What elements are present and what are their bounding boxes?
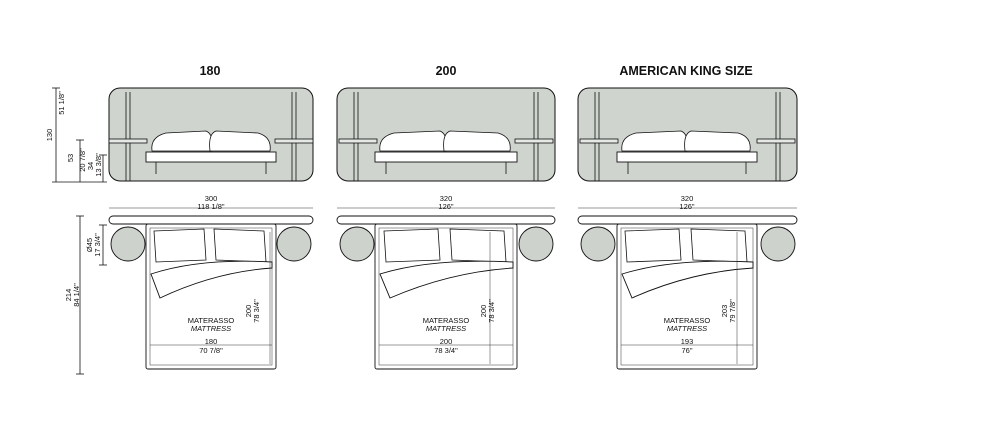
mattress-width-in: 70 7/8" [199, 346, 223, 355]
dim-bed-height: 34 [86, 162, 95, 170]
plan-view: MATERASSO MATTRESS 180 70 7/8" 200 78 3/… [108, 215, 314, 370]
front-width-in: 126" [438, 202, 454, 211]
mattress-length-in: 79 7/8" [728, 299, 737, 323]
dim-height-total: 130 [45, 129, 54, 142]
variant-american-king: AMERICAN KING SIZE 320 126" [577, 64, 798, 370]
front-elevation [108, 87, 314, 182]
dim-depth-total: 214 [64, 289, 73, 302]
mattress-label: MATERASSO [664, 316, 711, 325]
mattress-label: MATERASSO [423, 316, 470, 325]
mattress-label-en: MATTRESS [667, 324, 707, 333]
mattress-width-in: 78 3/4" [434, 346, 458, 355]
mattress-label-en: MATTRESS [191, 324, 231, 333]
mattress-length: 200 [479, 305, 488, 318]
side-table-left [580, 226, 616, 262]
mattress-length: 200 [244, 305, 253, 318]
dim-table-diameter: Ø45 [85, 238, 94, 252]
mattress-width-in: 76" [681, 346, 692, 355]
mattress-width: 180 [205, 337, 218, 346]
side-table-right [760, 226, 796, 262]
front-elevation [577, 87, 798, 182]
variant-title: AMERICAN KING SIZE [619, 64, 752, 78]
mattress-label-en: MATTRESS [426, 324, 466, 333]
dim-shelf-height: 53 [66, 154, 75, 162]
mattress-label: MATERASSO [188, 316, 235, 325]
mattress-width: 193 [681, 337, 694, 346]
side-table-left [110, 226, 146, 262]
side-dimensions: 130 51 1/8" 53 20 7/8" 34 13 3/8" Ø45 17… [45, 87, 107, 375]
plan-view: MATERASSO MATTRESS 200 78 3/4" 200 78 3/… [336, 215, 556, 370]
mattress-length-in: 78 3/4" [252, 299, 261, 323]
front-width: 300 [205, 194, 218, 203]
dim-table-diameter-in: 17 3/4" [93, 233, 102, 257]
dim-height-total-in: 51 1/8" [57, 91, 66, 115]
side-table-right [276, 226, 312, 262]
variant-180: 180 300 118 1/8" [108, 64, 314, 370]
front-elevation [336, 87, 556, 182]
front-width-in: 126" [679, 202, 695, 211]
variant-200: 200 320 126" [336, 64, 556, 370]
mattress-length-in: 78 3/4" [487, 299, 496, 323]
mattress-width: 200 [440, 337, 453, 346]
variant-title: 200 [436, 64, 457, 78]
front-width: 320 [440, 194, 453, 203]
plan-view: MATERASSO MATTRESS 193 76" 203 79 7/8" [577, 215, 798, 370]
side-table-left [339, 226, 375, 262]
variant-title: 180 [200, 64, 221, 78]
side-table-right [518, 226, 554, 262]
front-width-in: 118 1/8" [197, 202, 224, 211]
dim-depth-total-in: 84 1/4" [72, 283, 81, 307]
front-width: 320 [681, 194, 694, 203]
dim-shelf-height-in: 20 7/8" [78, 148, 87, 172]
mattress-length: 203 [720, 305, 729, 318]
dim-bed-height-in: 13 3/8" [94, 153, 103, 177]
